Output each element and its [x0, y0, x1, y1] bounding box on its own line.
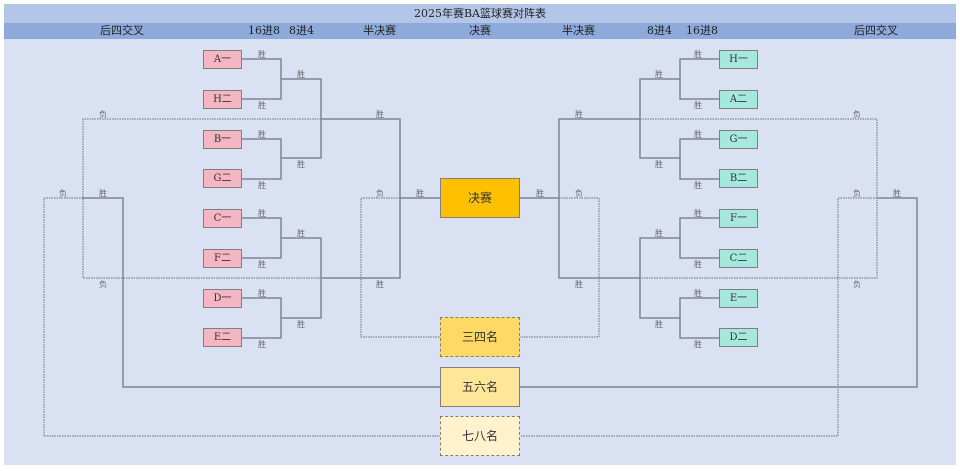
team-right-3[interactable]: G一 — [719, 130, 758, 149]
page-title: 2025年赛BA篮球赛对阵表 — [4, 4, 956, 23]
team-right-1[interactable]: H一 — [719, 50, 758, 69]
win-label: 胜 — [258, 340, 266, 349]
right-path-1 — [679, 58, 719, 100]
lose-label: 负 — [376, 189, 384, 198]
win-label: 胜 — [694, 50, 702, 59]
win-label: 胜 — [258, 209, 266, 218]
lose-label: 负 — [853, 110, 861, 119]
team-left-1[interactable]: A一 — [203, 50, 242, 69]
lose-label: 负 — [59, 189, 67, 198]
third-fourth-left-path — [360, 197, 440, 338]
header-right-qf: 8进4 — [647, 24, 672, 37]
lose-label: 负 — [853, 280, 861, 289]
header-left-sf: 半决赛 — [363, 24, 396, 37]
team-right-5[interactable]: F一 — [719, 209, 758, 228]
left-path-3 — [242, 217, 282, 259]
win-label: 胜 — [376, 110, 384, 119]
team-left-2[interactable]: H二 — [203, 90, 242, 109]
win-label: 胜 — [258, 260, 266, 269]
header-right-sf: 半决赛 — [562, 24, 595, 37]
win-label: 胜 — [258, 101, 266, 110]
win-label: 胜 — [694, 209, 702, 218]
win-label: 胜 — [893, 189, 901, 198]
win-label: 胜 — [575, 280, 583, 289]
win-label: 胜 — [416, 189, 424, 198]
lose-label: 负 — [99, 110, 107, 119]
win-label: 胜 — [297, 70, 305, 79]
seventh-eighth-left-path — [43, 197, 440, 437]
fifth-sixth-left-path — [83, 197, 440, 388]
win-label: 胜 — [655, 160, 663, 169]
seventh-eighth-right-path — [520, 197, 877, 437]
team-left-4[interactable]: G二 — [203, 169, 242, 188]
win-label: 胜 — [655, 320, 663, 329]
win-label: 胜 — [655, 229, 663, 238]
header-left-qf: 8进4 — [289, 24, 314, 37]
win-label: 胜 — [258, 50, 266, 59]
win-label: 胜 — [258, 289, 266, 298]
left-path-4 — [242, 297, 282, 339]
round-header-bar — [4, 23, 956, 39]
team-right-4[interactable]: B二 — [719, 169, 758, 188]
lose-label: 负 — [99, 280, 107, 289]
win-label: 胜 — [694, 101, 702, 110]
team-left-5[interactable]: C一 — [203, 209, 242, 228]
loser-paths — [43, 118, 878, 437]
seventh-eighth-box[interactable]: 七八名 — [440, 416, 520, 456]
header-final: 决赛 — [469, 24, 491, 37]
win-label: 胜 — [258, 181, 266, 190]
final-box[interactable]: 决赛 — [440, 178, 520, 218]
header-left-r16: 16进8 — [248, 24, 280, 37]
team-left-3[interactable]: B一 — [203, 130, 242, 149]
win-label: 胜 — [297, 160, 305, 169]
team-right-6[interactable]: C二 — [719, 249, 758, 268]
fifth-sixth-right-path — [520, 197, 918, 388]
win-label: 胜 — [575, 110, 583, 119]
win-label: 胜 — [694, 289, 702, 298]
win-label: 胜 — [694, 181, 702, 190]
team-right-8[interactable]: D二 — [719, 328, 758, 347]
team-left-6[interactable]: F二 — [203, 249, 242, 268]
header-right-r16: 16进8 — [686, 24, 718, 37]
third-fourth-right-path — [520, 197, 600, 338]
right-path-4 — [679, 297, 719, 339]
team-left-7[interactable]: D一 — [203, 289, 242, 308]
team-right-7[interactable]: E一 — [719, 289, 758, 308]
header-right-cross: 后四交叉 — [854, 24, 898, 37]
team-right-2[interactable]: A二 — [719, 90, 758, 109]
right-path-3 — [679, 217, 719, 259]
left-path-2 — [242, 138, 282, 180]
fifth-sixth-box[interactable]: 五六名 — [440, 367, 520, 407]
left-path-1 — [242, 58, 282, 100]
win-label: 胜 — [297, 320, 305, 329]
third-fourth-box[interactable]: 三四名 — [440, 317, 520, 357]
win-label: 胜 — [258, 130, 266, 139]
lose-label: 负 — [575, 189, 583, 198]
header-left-cross: 后四交叉 — [100, 24, 144, 37]
win-label: 胜 — [99, 189, 107, 198]
win-label: 胜 — [694, 340, 702, 349]
win-label: 胜 — [376, 280, 384, 289]
team-left-8[interactable]: E二 — [203, 328, 242, 347]
lose-label: 负 — [853, 189, 861, 198]
win-label: 胜 — [536, 189, 544, 198]
win-label: 胜 — [694, 130, 702, 139]
win-label: 胜 — [297, 229, 305, 238]
win-label: 胜 — [655, 70, 663, 79]
right-path-2 — [679, 138, 719, 180]
win-label: 胜 — [694, 260, 702, 269]
